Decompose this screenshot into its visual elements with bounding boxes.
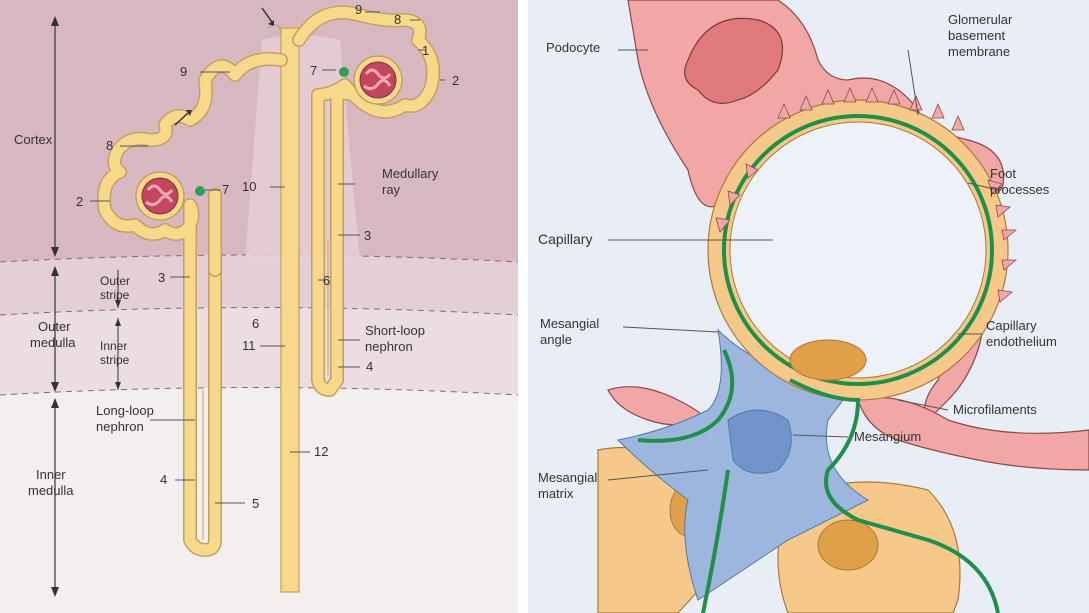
inner-stripe-label: Inner stripe [100, 339, 131, 367]
label-6-short: 6 [323, 273, 330, 288]
label-8-long: 8 [106, 138, 113, 153]
label-6-center: 6 [252, 316, 259, 331]
cortex-label: Cortex [14, 132, 53, 147]
label-3-long: 3 [158, 270, 165, 285]
label-8-short: 8 [394, 12, 401, 27]
label-7-long: 7 [222, 182, 229, 197]
label-9-left: 9 [180, 64, 187, 79]
capillary-label: Capillary [538, 231, 592, 247]
label-4-short: 4 [366, 359, 373, 374]
label-2-short: 2 [452, 73, 459, 88]
outer-stripe-label: Outer stripe [100, 274, 133, 302]
label-7-short: 7 [310, 63, 317, 78]
label-12: 12 [314, 444, 328, 459]
label-5: 5 [252, 496, 259, 511]
gbm-label: Glomerular basement membrane [948, 12, 1016, 59]
label-11: 11 [242, 338, 256, 353]
label-2-long: 2 [76, 194, 83, 209]
podocyte-label: Podocyte [546, 40, 600, 55]
mesangium-label: Mesangium [854, 429, 921, 444]
label-3-short: 3 [364, 228, 371, 243]
nephron-diagram-panel: Cortex Outer medulla Inner medulla Outer… [0, 0, 518, 613]
glomerulus-diagram-panel: Podocyte Glomerular basement membrane Fo… [528, 0, 1089, 613]
label-1: 1 [422, 43, 429, 58]
label-4-long: 4 [160, 472, 167, 487]
microfilaments-label: Microfilaments [953, 402, 1037, 417]
main-capillary [708, 100, 1008, 400]
nephron-diagram: Cortex Outer medulla Inner medulla Outer… [0, 0, 518, 613]
label-9-top: 9 [355, 2, 362, 17]
glomerulus-diagram: Podocyte Glomerular basement membrane Fo… [528, 0, 1089, 613]
label-10: 10 [242, 179, 256, 194]
outer-stripe-zone [0, 255, 518, 315]
